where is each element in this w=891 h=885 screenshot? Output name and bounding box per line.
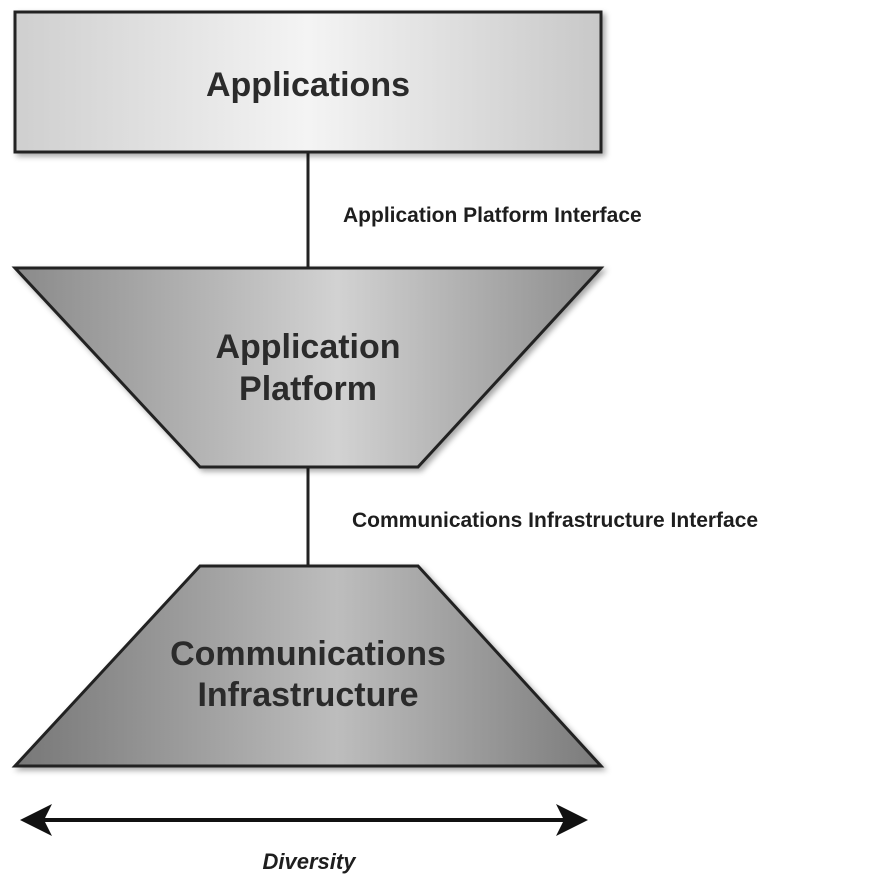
communications-infrastructure-interface-label: Communications Infrastructure Interface	[352, 509, 758, 532]
applications-box	[13, 10, 603, 154]
applications-block: Applications	[13, 10, 603, 154]
application-platform-interface-label: Application Platform Interface	[343, 204, 642, 227]
communications-infrastructure-label-line-2: Infrastructure	[197, 676, 418, 714]
applications-label: Applications	[206, 66, 410, 104]
diversity-arrow	[20, 804, 588, 836]
application-platform-block: Application Platform	[11, 266, 605, 469]
communications-infrastructure-label-line-1: Communications	[170, 635, 446, 673]
communications-infrastructure-shape	[11, 564, 605, 768]
communications-infrastructure-block: Communications Infrastructure	[11, 564, 605, 768]
application-platform-shape	[11, 266, 605, 469]
application-platform-label-line-1: Application	[215, 328, 400, 366]
diversity-arrow-left-head	[20, 804, 52, 836]
application-platform-label-line-2: Platform	[239, 370, 377, 408]
diversity-arrow-right-head	[556, 804, 588, 836]
diversity-label: Diversity	[263, 849, 358, 874]
